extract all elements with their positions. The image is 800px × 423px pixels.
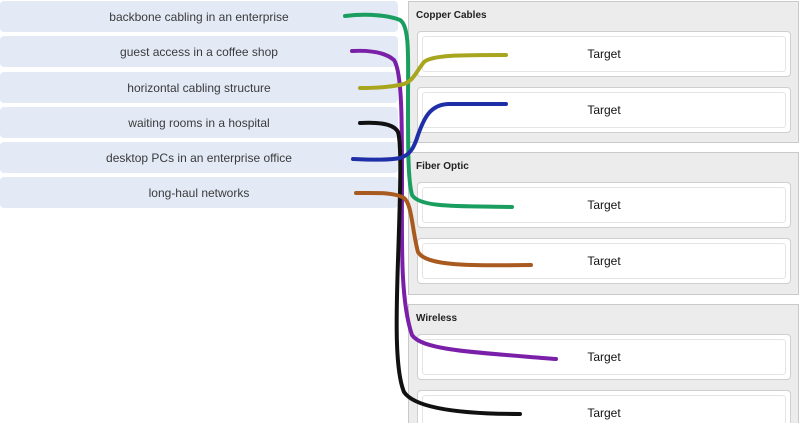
drop-target[interactable]: Target xyxy=(417,238,791,284)
target-label: Target xyxy=(422,339,786,375)
drop-target[interactable]: Target xyxy=(417,87,791,133)
source-item-desktop-pcs[interactable]: desktop PCs in an enterprise office xyxy=(0,142,398,173)
category-title: Copper Cables xyxy=(416,10,487,21)
category-title: Fiber Optic xyxy=(416,161,469,172)
source-item-label: backbone cabling in an enterprise xyxy=(109,9,289,24)
target-label: Target xyxy=(422,36,786,72)
drop-target[interactable]: Target xyxy=(417,334,791,380)
category-title: Wireless xyxy=(416,313,458,324)
source-item-backbone-cabling[interactable]: backbone cabling in an enterprise xyxy=(0,1,398,32)
source-item-guest-access[interactable]: guest access in a coffee shop xyxy=(0,36,398,67)
source-item-horizontal-cabling[interactable]: horizontal cabling structure xyxy=(0,72,398,103)
target-label: Target xyxy=(422,92,786,128)
target-label: Target xyxy=(422,395,786,423)
source-item-long-haul[interactable]: long-haul networks xyxy=(0,177,398,208)
drop-target[interactable]: Target xyxy=(417,390,791,423)
source-item-label: long-haul networks xyxy=(148,185,250,200)
drop-target[interactable]: Target xyxy=(417,31,791,77)
source-item-label: desktop PCs in an enterprise office xyxy=(106,150,292,165)
category-wireless: Wireless Target Target xyxy=(408,304,799,423)
source-item-label: guest access in a coffee shop xyxy=(120,44,278,59)
target-label: Target xyxy=(422,187,786,223)
source-item-label: waiting rooms in a hospital xyxy=(128,115,270,130)
drop-target[interactable]: Target xyxy=(417,182,791,228)
target-label: Target xyxy=(422,243,786,279)
source-item-waiting-rooms[interactable]: waiting rooms in a hospital xyxy=(0,107,398,138)
category-copper-cables: Copper Cables Target Target xyxy=(408,1,799,143)
category-fiber-optic: Fiber Optic Target Target xyxy=(408,152,799,295)
source-item-label: horizontal cabling structure xyxy=(127,80,271,95)
